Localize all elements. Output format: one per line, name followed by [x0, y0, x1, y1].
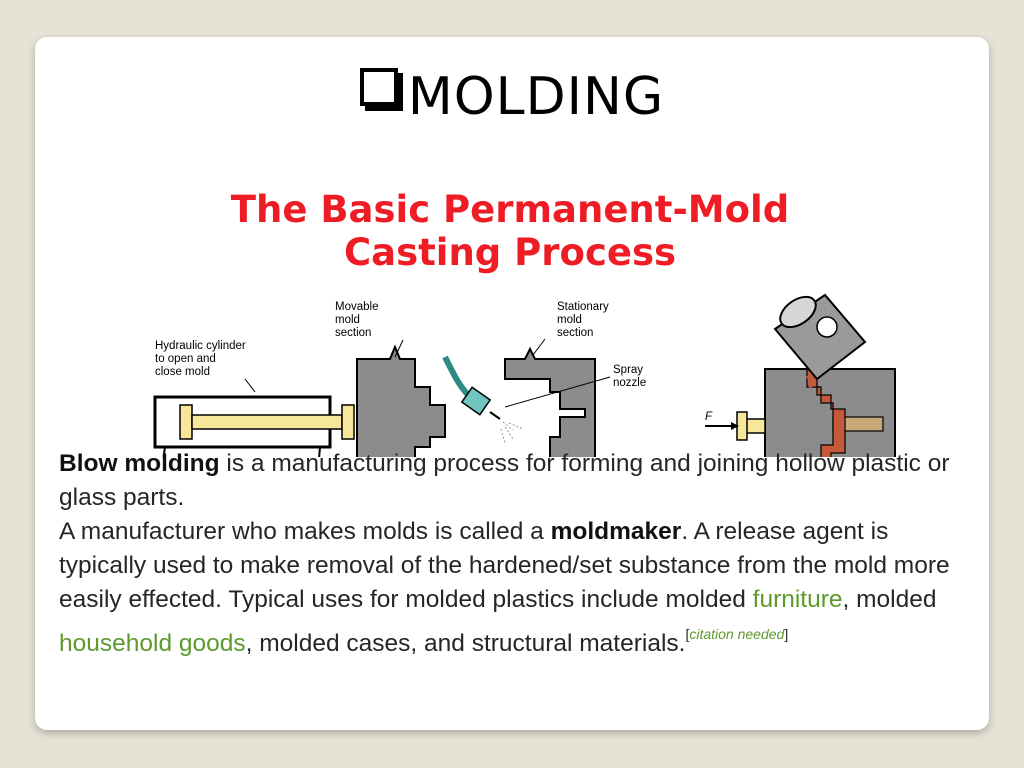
hollow-square-bullet-icon: [359, 68, 398, 106]
stationary-mold-section: [504, 346, 596, 457]
label-force: F: [705, 411, 713, 423]
paragraph-2-text-d: , molded cases, and structural materials…: [245, 630, 686, 657]
hydraulic-cylinder: [153, 395, 355, 457]
body-text: Blow molding is a manufacturing process …: [59, 447, 959, 661]
label-hydraulic-2: to open and: [155, 353, 216, 365]
cite-open: [: [685, 626, 690, 642]
label-spray-2: nozzle: [613, 377, 646, 389]
slide-title-text: MOLDING: [407, 67, 665, 127]
blow-molding-term: Blow molding: [59, 450, 220, 477]
slide: MOLDING The Basic Permanent-Mold Casting…: [35, 37, 989, 730]
label-stationary-1: Stationary: [557, 301, 609, 313]
cite-close: ]: [784, 626, 789, 642]
spray-nozzle: [442, 355, 524, 444]
label-stationary-3: section: [557, 327, 593, 339]
moldmaker-term: moldmaker: [550, 518, 682, 545]
paragraph-1: Blow molding is a manufacturing process …: [59, 447, 959, 515]
casting-process-diagram: The Basic Permanent-Mold Casting Process: [153, 188, 896, 457]
paragraph-2-text-a: A manufacturer who makes molds is called…: [59, 518, 551, 545]
paragraph-2-text-b: . A release agent is typically used to m…: [59, 518, 950, 613]
citation-needed-link[interactable]: citation needed: [689, 626, 785, 642]
furniture-link[interactable]: furniture: [752, 586, 843, 613]
citation-needed: [citation needed]: [685, 626, 788, 642]
label-movable-1: Movable: [335, 301, 378, 313]
diagram-heading-line2: Casting Process: [344, 231, 676, 274]
slide-title: MOLDING: [35, 67, 989, 127]
household-goods-link[interactable]: household goods: [59, 630, 246, 657]
pouring-ladle: [773, 293, 867, 388]
leader-lines: [244, 338, 611, 408]
label-spray-1: Spray: [613, 364, 643, 376]
label-stationary-2: mold: [557, 314, 582, 326]
diagram-heading-line1: The Basic Permanent-Mold: [231, 188, 789, 231]
filled-mold-block: [705, 368, 896, 457]
paragraph-2-text-c: , molded: [842, 586, 937, 613]
paragraph-2: A manufacturer who makes molds is called…: [59, 515, 959, 661]
label-movable-2: mold: [335, 314, 360, 326]
paragraph-1-text: is a manufacturing process for forming a…: [59, 450, 950, 511]
label-hydraulic-1: Hydraulic cylinder: [155, 340, 246, 352]
movable-mold-section: [356, 344, 446, 457]
label-movable-3: section: [335, 327, 371, 339]
label-hydraulic-3: close mold: [155, 366, 210, 378]
